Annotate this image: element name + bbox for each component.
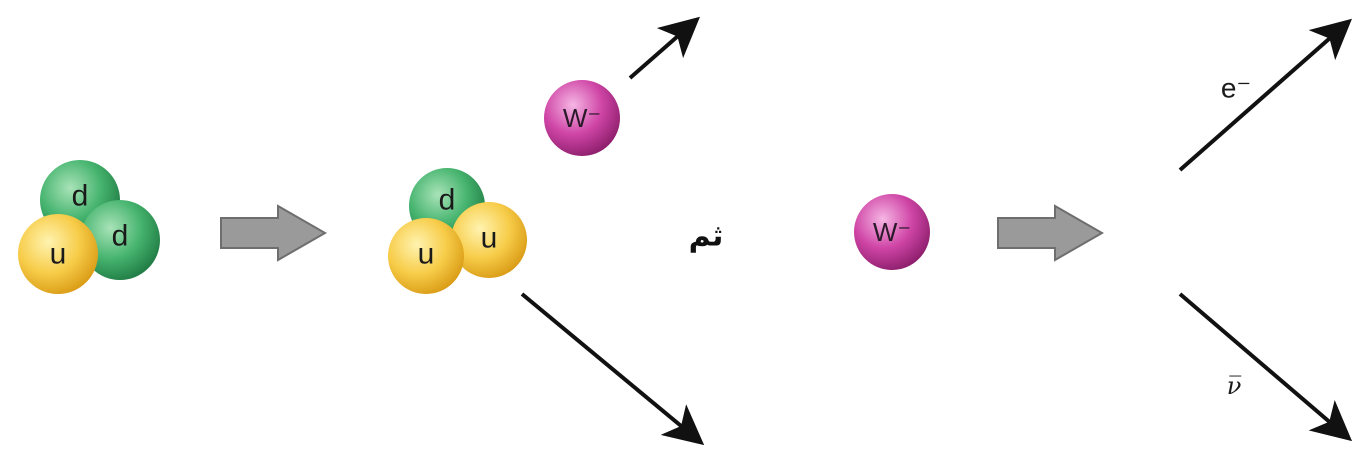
proton-trajectory-arrow [520,292,705,446]
up-quark-ball [18,214,98,294]
transition-arrow [220,204,328,262]
w-boson-label: W⁻ [873,217,911,247]
up-quark-ball [451,202,527,278]
w-boson-ball [854,194,930,270]
electron-trajectory-arrow [1178,18,1352,172]
w-boson-label: W⁻ [563,103,601,133]
connector-text: ثم [689,219,724,254]
quark-label-d: d [72,180,89,213]
neutron-cluster: d d u [18,160,160,294]
w-boson-trajectory-arrow [628,16,701,80]
proton-cluster: d u u [388,168,527,294]
down-quark-ball [80,200,160,280]
transition-arrow [997,204,1105,262]
quark-label-d: d [112,220,129,253]
quark-label-u: u [418,238,435,271]
quark-label-d: d [439,184,456,217]
antineutrino-trajectory-arrow [1178,292,1352,442]
w-boson-ball [544,80,620,156]
w-boson-emitted: W⁻ [544,80,620,156]
up-quark-ball [388,218,464,294]
antineutrino-label: ν̅ [1227,372,1242,400]
quark-label-u: u [481,222,498,255]
electron-label: e⁻ [1221,73,1251,104]
w-boson-decaying: W⁻ [854,194,930,270]
quark-label-u: u [50,238,67,271]
